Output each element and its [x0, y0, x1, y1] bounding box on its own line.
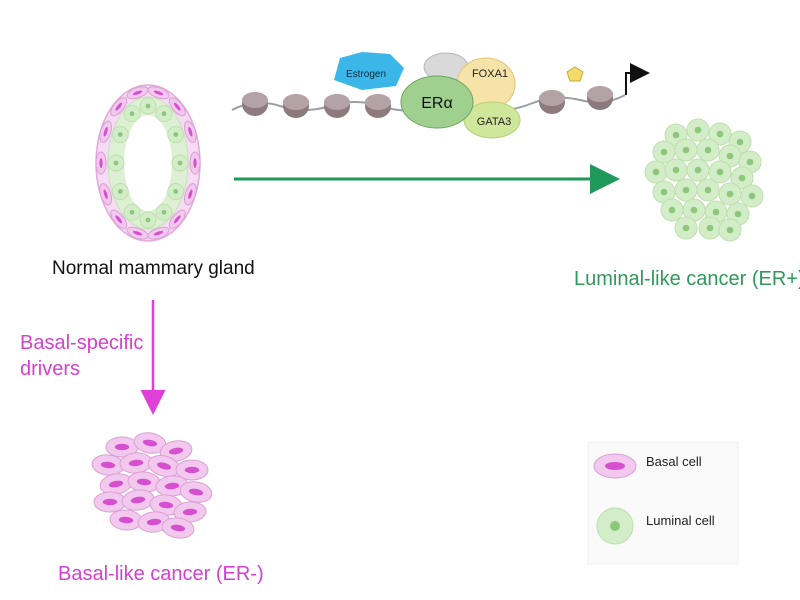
basal-cell — [110, 97, 128, 117]
normal-gland-label: Normal mammary gland — [52, 258, 255, 279]
luminal-cell — [696, 178, 720, 202]
basal-cell — [189, 151, 201, 175]
luminal-cancer-cluster — [644, 118, 764, 242]
luminal-cell — [111, 126, 129, 143]
nucleosome — [365, 94, 391, 118]
legend-luminal-cell-icon — [596, 507, 634, 545]
nucleosome — [283, 94, 309, 118]
basal-cell — [179, 481, 213, 503]
luminal-cell — [155, 105, 173, 123]
gata3-label: GATA3 — [477, 116, 511, 128]
basal-drivers-line-2: drivers — [20, 358, 81, 380]
luminal-cancer-label: Luminal-like cancer (ER+) — [574, 268, 800, 290]
luminal-cell — [674, 216, 698, 240]
basal-cell — [133, 432, 167, 454]
luminal-cell — [644, 160, 668, 184]
luminal-cell — [139, 97, 157, 115]
luminal-cell — [660, 198, 684, 222]
luminal-cell — [107, 154, 125, 172]
basal-cell — [159, 440, 193, 462]
basal-cell — [161, 517, 195, 539]
luminal-cell — [155, 203, 173, 221]
luminal-cell — [171, 154, 189, 172]
basal-cell — [91, 454, 125, 476]
luminal-cell — [167, 183, 185, 200]
nucleosome — [587, 86, 613, 110]
basal-cell — [99, 473, 133, 495]
basal-cell — [147, 226, 170, 240]
luminal-cell — [664, 158, 688, 182]
basal-cell — [168, 209, 186, 229]
nucleosome — [324, 94, 350, 118]
basal-cell — [147, 454, 181, 478]
basal-cell — [93, 491, 127, 513]
luminal-cell — [674, 138, 698, 162]
foxa1-label: FOXA1 — [472, 68, 508, 80]
luminal-cell — [730, 166, 754, 190]
luminal-cell — [167, 126, 185, 143]
basal-cell — [149, 494, 183, 516]
legend-basal-cell-icon — [593, 453, 637, 479]
basal-cell — [184, 183, 197, 206]
luminal-cell — [686, 118, 710, 142]
ligand-pentagon — [566, 66, 584, 82]
luminal-cell — [718, 218, 742, 242]
basal-drivers-line-1: Basal-specific — [20, 332, 144, 354]
basal-cell — [126, 226, 149, 240]
basal-cell — [175, 459, 209, 481]
legend-luminal-cell-label: Luminal cell — [646, 513, 715, 528]
basal-cancer-cluster — [91, 432, 213, 539]
luminal-cell — [652, 140, 676, 164]
basal-cancer-label: Basal-like cancer (ER-) — [58, 563, 264, 585]
luminal-cell — [123, 203, 141, 221]
basal-cell — [110, 209, 128, 229]
basal-cell — [105, 436, 139, 458]
basal-cell — [126, 86, 149, 100]
normal-mammary-gland — [95, 84, 201, 242]
legend — [587, 441, 739, 565]
luminal-cell — [686, 158, 710, 182]
luminal-cell — [718, 182, 742, 206]
chromatin-strand: Estrogen FOXA1 GATA3 ERα — [231, 52, 650, 139]
transcription-start-arrow — [625, 63, 650, 95]
luminal-cell — [139, 211, 157, 229]
estrogen-label: Estrogen — [346, 69, 386, 80]
basal-cell — [147, 86, 170, 100]
gata3-shape — [463, 101, 521, 139]
basal-cell — [173, 501, 207, 523]
basal-cell — [109, 509, 143, 531]
luminal-cell — [111, 183, 129, 200]
basal-cell — [99, 183, 112, 206]
basal-cell — [95, 151, 107, 175]
luminal-cell — [698, 216, 722, 240]
nucleosome — [539, 90, 565, 114]
nucleosome — [242, 92, 268, 116]
luminal-cell — [696, 138, 720, 162]
er-alpha-shape — [400, 75, 474, 129]
luminal-cell — [708, 160, 732, 184]
estrogen-shape — [334, 52, 404, 90]
basal-cell — [184, 120, 197, 143]
basal-cell — [168, 97, 186, 117]
luminal-cell — [674, 178, 698, 202]
legend-basal-cell-label: Basal cell — [646, 454, 702, 469]
luminal-cell — [123, 105, 141, 123]
basal-cell — [99, 120, 112, 143]
er-alpha-label: ERα — [421, 95, 452, 112]
luminal-cell — [740, 184, 764, 208]
luminal-cell — [708, 122, 732, 146]
basal-drivers-label: Basal-specific drivers — [20, 330, 143, 382]
